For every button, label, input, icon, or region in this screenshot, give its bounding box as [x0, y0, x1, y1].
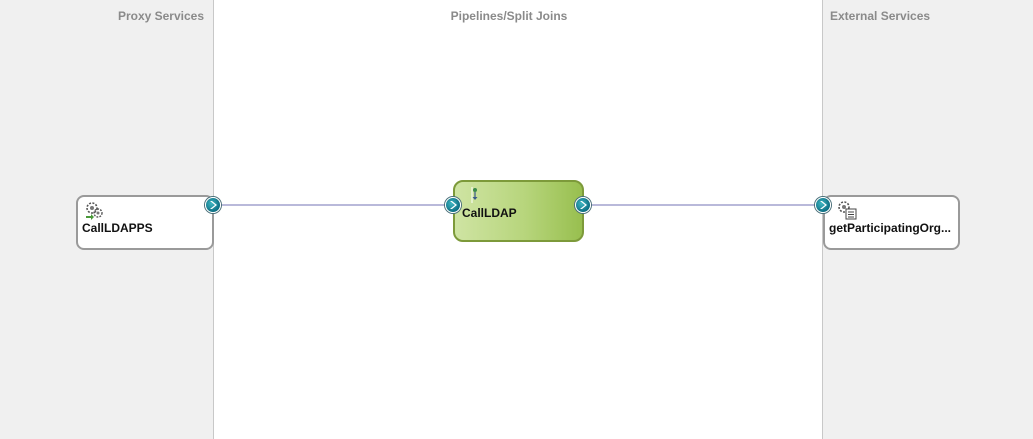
wire-pipeline-to-external[interactable] — [591, 204, 816, 206]
proxy-service-node[interactable]: CallLDAPPS — [76, 195, 214, 250]
chevron-right-port-icon — [450, 201, 457, 209]
proxy-service-label: CallLDAPPS — [82, 221, 153, 235]
external-input-port[interactable] — [815, 197, 831, 213]
external-services-title: External Services — [830, 9, 931, 23]
gear-cluster-icon — [84, 200, 104, 220]
pipelines-title: Pipelines/Split Joins — [450, 9, 568, 23]
chevron-right-port-icon — [820, 201, 827, 209]
proxy-services-title: Proxy Services — [117, 9, 204, 23]
chevron-right-port-icon — [580, 201, 587, 209]
external-service-node[interactable]: getParticipatingOrg... — [823, 195, 960, 250]
pipeline-flow-icon — [465, 185, 485, 205]
pipeline-node[interactable]: CallLDAP — [453, 180, 584, 242]
pipeline-label: CallLDAP — [462, 206, 517, 220]
pipeline-output-port[interactable] — [575, 197, 591, 213]
business-service-icon — [837, 200, 857, 220]
pipeline-input-port[interactable] — [445, 197, 461, 213]
wire-proxy-to-pipeline[interactable] — [221, 204, 447, 206]
chevron-right-port-icon — [210, 201, 217, 209]
proxy-output-port[interactable] — [205, 197, 221, 213]
external-service-label: getParticipatingOrg... — [829, 221, 952, 235]
